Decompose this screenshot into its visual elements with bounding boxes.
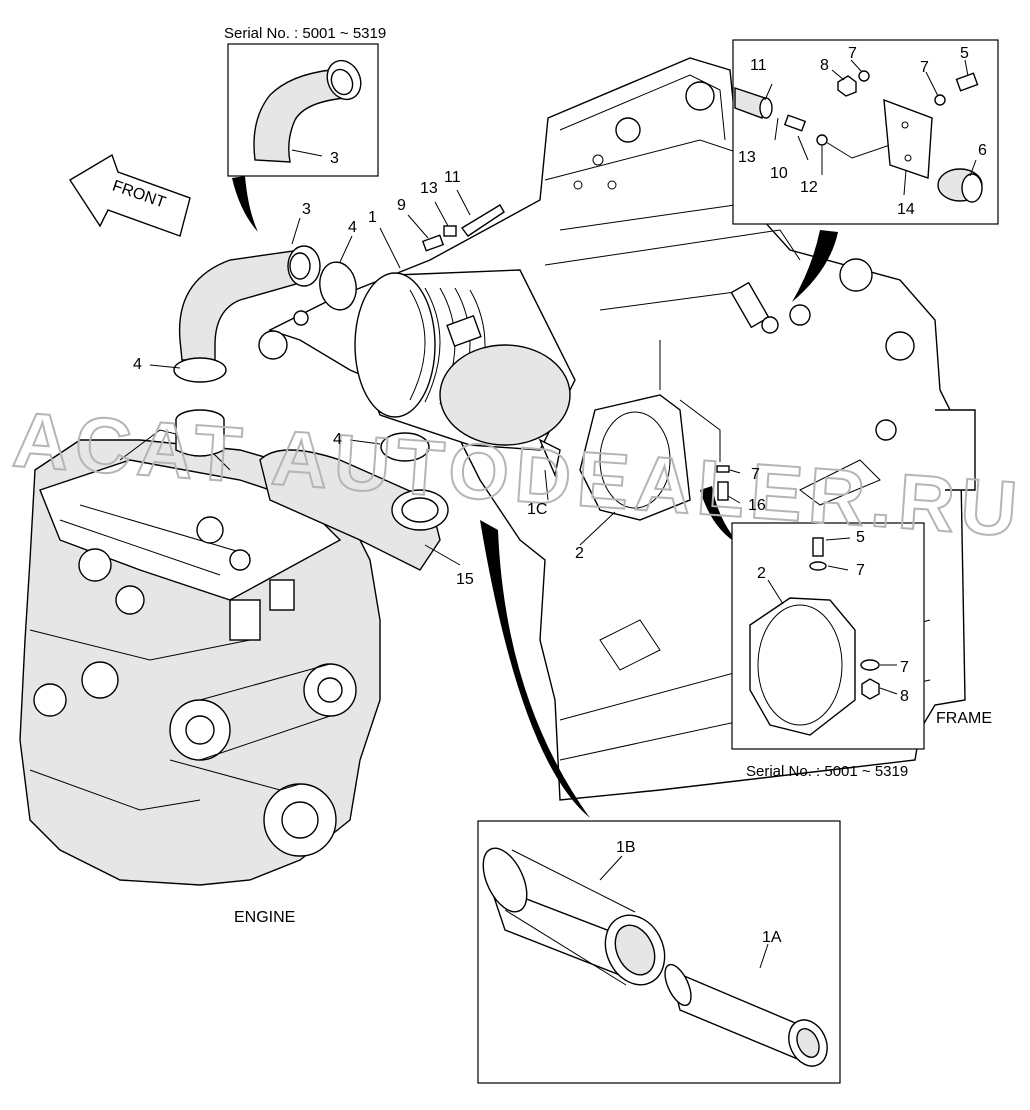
clamp-4-parts [173,261,430,462]
inset-callout-11: 11 [750,57,767,74]
filter-callout-1b: 1B [616,839,636,856]
inset-hose-serial [227,43,379,177]
right-callout-7b: 7 [900,659,909,676]
right-callout-2: 2 [757,565,766,582]
callout-9: 9 [397,197,406,214]
hose-15 [259,449,449,571]
inset-callout-13: 13 [738,149,756,166]
callout-15: 15 [456,571,474,588]
callout-7: 7 [751,466,760,483]
callout-1c: 1C [527,501,547,518]
callout-2: 2 [575,545,584,562]
inner-filter-1a [664,963,828,1067]
inset-callout-12: 12 [800,179,818,196]
inset-callout-10: 10 [770,165,788,182]
frame-label: FRAME [936,710,992,727]
hose-3 [178,245,321,361]
callout-4: 4 [348,219,357,236]
leader-lines [149,189,741,566]
serial-caption-right: Serial No. : 5001 ~ 5319 [746,763,908,780]
engine-block [19,409,381,886]
small-parts [421,204,730,501]
callout-16: 16 [748,497,766,514]
right-callout-8: 8 [900,688,909,705]
inset-bracket-serial [731,522,925,750]
inset-callout-14: 14 [897,201,915,218]
serial-caption-top: Serial No. : 5001 ~ 5319 [224,25,386,42]
callout-3: 3 [302,201,311,218]
inset-callout-7a: 7 [848,45,857,62]
engine-label: ENGINE [234,909,295,926]
outer-filter-1b [482,847,666,986]
inset-filter-elements [477,820,841,1084]
right-callout-7a: 7 [856,562,865,579]
callout-numbers: 3 3 4 1 9 13 11 4 4 15 1C 2 7 16 11 8 7 … [133,45,987,946]
bracket-2 [579,394,691,521]
callout-11: 11 [444,169,461,186]
front-arrow: FRONT [69,153,191,237]
callout-4-lower: 4 [333,431,342,448]
callout-3-inset: 3 [330,150,339,167]
callout-1: 1 [368,209,377,226]
inset-callout-5: 5 [960,45,969,62]
right-callout-5: 5 [856,529,865,546]
inset-callout-8: 8 [820,57,829,74]
pointer-swooshes [232,176,838,818]
callout-13: 13 [420,180,438,197]
callout-4-left: 4 [133,356,142,373]
inset-callout-6: 6 [978,142,987,159]
inset-callout-7b: 7 [920,59,929,76]
inset-mount-detail [732,39,999,225]
filter-callout-1a: 1A [762,929,782,946]
air-cleaner-assembly [354,269,576,478]
